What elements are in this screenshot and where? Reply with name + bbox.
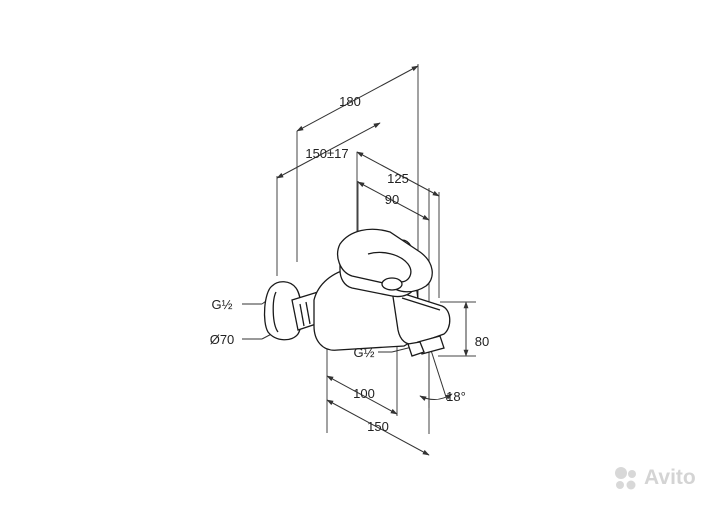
avito-watermark: Avito <box>612 466 696 490</box>
label-diameter: Ø70 <box>210 332 235 347</box>
angle-arc <box>419 393 453 402</box>
lever-detail <box>381 277 403 291</box>
label-thread-left: G½ <box>212 297 233 312</box>
label-150: 150 <box>367 419 389 434</box>
label-125: 125 <box>387 171 409 186</box>
dimension-labels: 180 150±17 125 90 G½ Ø70 G½ 80 100 18° 1… <box>210 94 490 434</box>
spout <box>391 289 451 346</box>
label-100: 100 <box>353 386 375 401</box>
dimension-lines-bottom <box>326 301 469 456</box>
dim-line-150-17 <box>276 122 381 179</box>
label-150-17: 150±17 <box>305 146 348 161</box>
label-angle: 18° <box>446 389 466 404</box>
dim-line-180 <box>296 65 419 132</box>
faucet-body <box>263 228 451 357</box>
avito-logo-icon <box>615 467 636 490</box>
label-80: 80 <box>475 334 489 349</box>
label-thread-bottom: G½ <box>354 345 375 360</box>
dim-line-90 <box>357 181 430 221</box>
wall-rosette <box>263 281 303 341</box>
diverter <box>407 341 425 357</box>
watermark-text: Avito <box>644 466 696 489</box>
label-180: 180 <box>339 94 361 109</box>
label-90: 90 <box>385 192 399 207</box>
dimension-lines-top <box>276 65 440 221</box>
dim-line-150 <box>326 399 430 456</box>
lever-handle <box>337 228 433 293</box>
